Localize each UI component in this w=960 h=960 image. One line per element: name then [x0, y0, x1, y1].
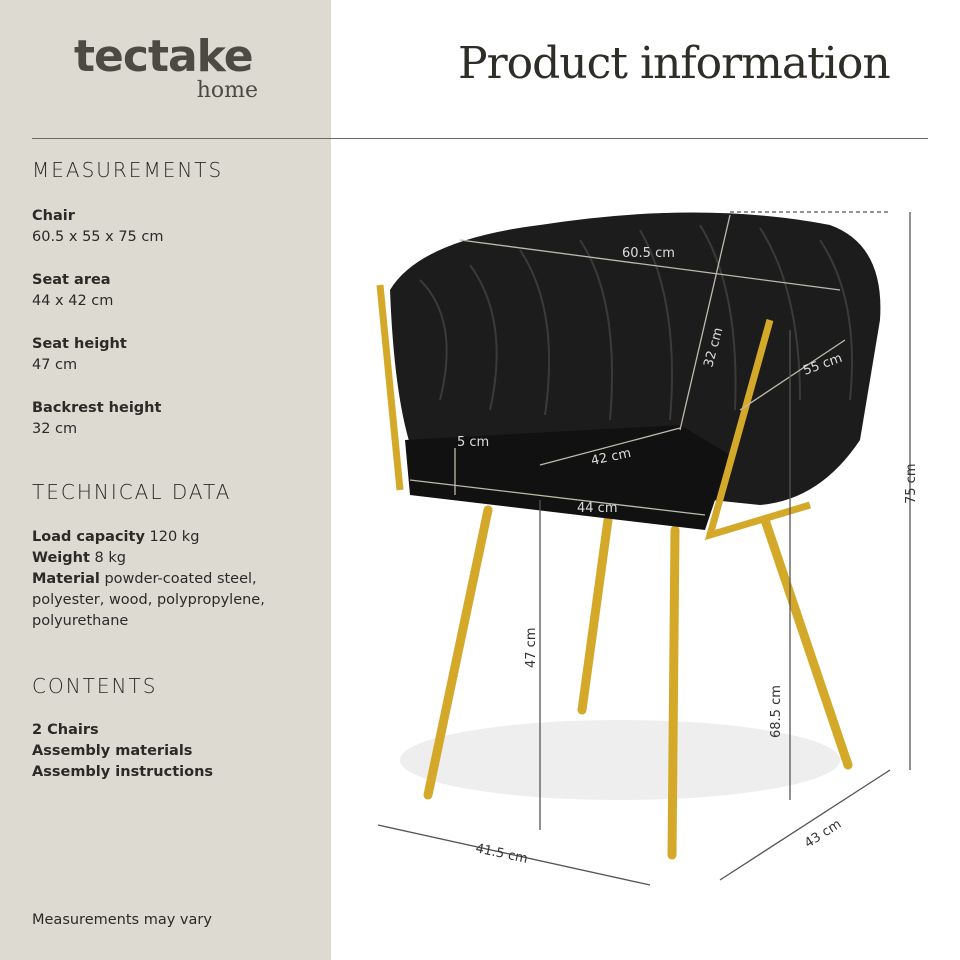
info-sidebar: tectake home MEASUREMENTS Chair 60.5 x 55… [0, 0, 331, 960]
load-value: 120 kg [144, 529, 200, 545]
measurement-chair: Chair 60.5 x 55 x 75 cm [32, 206, 164, 248]
dim-total-height: 75 cm [904, 464, 919, 505]
value: 44 x 42 cm [32, 293, 114, 309]
logo-sub: home [196, 78, 258, 103]
weight-value: 8 kg [89, 550, 126, 566]
dim-base-side: 43 cm [802, 817, 844, 852]
contents-item: Assembly instructions [32, 764, 214, 780]
measurement-seat-height: Seat height 47 cm [32, 334, 127, 376]
material-value: powder-coated steel, polyester, wood, po… [32, 571, 265, 629]
disclaimer: Measurements may vary [32, 912, 212, 928]
dim-seat-width: 44 cm [577, 501, 618, 516]
gold-frame [376, 284, 812, 541]
label: Seat area [32, 272, 111, 288]
measurements-heading: MEASUREMENTS [32, 158, 224, 182]
value: 47 cm [32, 357, 78, 373]
chair-legs [423, 505, 853, 860]
measurement-backrest-height: Backrest height 32 cm [32, 398, 161, 440]
floor-shadow [400, 720, 840, 800]
weave-pattern [419, 224, 853, 421]
dim-seat-height: 47 cm [524, 628, 539, 669]
label: Chair [32, 208, 75, 224]
contents-item: 2 Chairs [32, 722, 99, 738]
dimension-lines-dark [377, 211, 911, 886]
page-title: Product information [458, 38, 891, 89]
value: 32 cm [32, 421, 78, 437]
technical-heading: TECHNICAL DATA [32, 480, 232, 504]
load-label: Load capacity [32, 529, 145, 545]
dim-cushion: 5 cm [457, 435, 489, 450]
seat-cushion [405, 425, 730, 530]
dim-width: 60.5 cm [622, 246, 675, 261]
weight-label: Weight [32, 550, 90, 566]
label: Seat height [32, 336, 127, 352]
technical-data: Load capacity 120 kg Weight 8 kg Materia… [32, 527, 312, 632]
backrest [390, 212, 881, 505]
divider [32, 138, 928, 139]
contents-item: Assembly materials [32, 743, 193, 759]
material-label: Material [32, 571, 100, 587]
value: 60.5 x 55 x 75 cm [32, 229, 164, 245]
dim-base-front: 41.5 cm [474, 841, 529, 867]
logo-brand: tectake [74, 31, 254, 82]
label: Backrest height [32, 400, 162, 416]
brand-logo: tectake home [74, 32, 264, 112]
chair-dimension-illustration: 60.5 cm 32 cm 55 cm 5 cm 42 cm 44 cm 47 … [376, 211, 919, 886]
measurement-seat-area: Seat area 44 x 42 cm [32, 270, 113, 312]
dimension-lines-light [409, 214, 846, 516]
contents-heading: CONTENTS [32, 674, 158, 698]
contents-list: 2 Chairs Assembly materials Assembly ins… [32, 720, 213, 783]
dim-armrest-height: 68.5 cm [769, 685, 784, 738]
